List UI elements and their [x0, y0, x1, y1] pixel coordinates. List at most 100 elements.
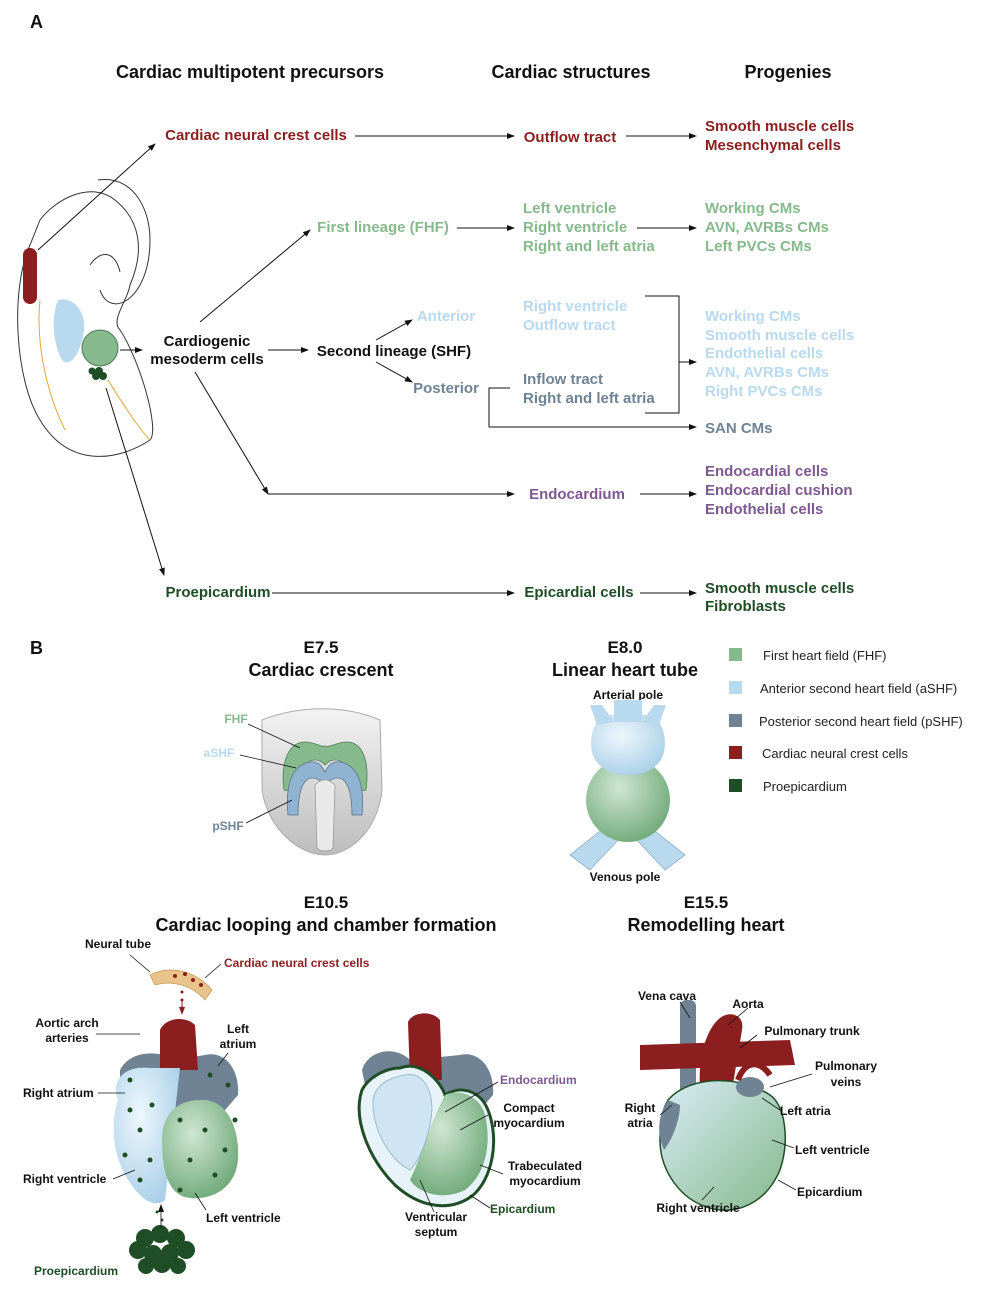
ant-struct-1: Right ventricle [523, 298, 627, 315]
compact-myocardium-label-1: Compact [503, 1101, 554, 1115]
legend-label-ashf: Anterior second heart field (aSHF) [760, 681, 957, 696]
panel-a-label: A [30, 12, 43, 32]
endocardium-label: Endocardium [529, 486, 625, 503]
vena-cava-label: Vena cava [638, 989, 696, 1003]
aortic-arch-label-1: Aortic arch [35, 1016, 98, 1030]
e75-fhf-label: FHF [224, 712, 247, 726]
anterior-label: Anterior [417, 308, 476, 325]
trabeculated-myocardium-label-2: myocardium [509, 1174, 580, 1188]
left-atrium-label-2: atrium [220, 1037, 257, 1051]
ncc-progeny-1: Smooth muscle cells [705, 118, 854, 135]
e75-pshf-label: pSHF [212, 819, 243, 833]
outflow-label: Outflow tract [524, 129, 617, 146]
cardiac-crescent-illustration [261, 708, 383, 856]
fhf-struct-3: Right and left atria [523, 238, 655, 255]
endo-progeny-1: Endocardial cells [705, 463, 828, 480]
shf-progeny-3: Endothelial cells [705, 345, 823, 362]
shf-progeny-1: Working CMs [705, 308, 801, 325]
e105-stage: E10.5 [304, 893, 348, 912]
posterior-label: Posterior [413, 380, 479, 397]
ant-struct-2: Outflow tract [523, 317, 616, 334]
post-struct-2: Right and left atria [523, 390, 655, 407]
fhf-label: First lineage (FHF) [317, 219, 449, 236]
e75-ashf-label: aSHF [204, 746, 235, 760]
e155-remodelling-heart-illustration [640, 1000, 795, 1211]
embryo-neural-crest [23, 248, 37, 304]
e155-right-ventricle-label: Right ventricle [656, 1201, 740, 1215]
e80-stage: E8.0 [608, 638, 643, 657]
right-atria-label-1: Right [625, 1101, 656, 1115]
shf-progeny-2: Smooth muscle cells [705, 327, 854, 344]
e80-arterial-label: Arterial pole [593, 688, 663, 702]
shf-label: Second lineage (SHF) [317, 343, 471, 360]
cmc-label-2: mesoderm cells [150, 351, 263, 368]
pulmonary-trunk-label: Pulmonary trunk [764, 1024, 860, 1038]
shf-progeny-4: AVN, AVRBs CMs [705, 364, 829, 381]
ncc-label: Cardiac neural crest cells [165, 127, 347, 144]
epicardial-label: Epicardial cells [524, 584, 633, 601]
epi-progeny-2: Fibroblasts [705, 598, 786, 615]
legend-swatch-proepi [729, 779, 742, 792]
e105-right-ventricle-label: Right ventricle [23, 1172, 107, 1186]
ventricular-septum-label-2: septum [415, 1225, 458, 1239]
fhf-struct-2: Right ventricle [523, 219, 627, 236]
e105-chamber-section-illustration [357, 1013, 496, 1208]
pulmonary-veins-label-1: Pulmonary [815, 1059, 877, 1073]
legend-swatch-pshf [729, 714, 742, 727]
e155-stage: E15.5 [684, 893, 728, 912]
e80-title: Linear heart tube [552, 660, 698, 680]
legend-label-ncc: Cardiac neural crest cells [762, 746, 908, 761]
legend-swatch-fhf [729, 648, 742, 661]
header-progenies: Progenies [744, 62, 831, 82]
trabeculated-myocardium-label-1: Trabeculated [508, 1159, 582, 1173]
e105-left-ventricle-label: Left ventricle [206, 1211, 281, 1225]
ncc-progeny-2: Mesenchymal cells [705, 137, 841, 154]
epi-progeny-1: Smooth muscle cells [705, 580, 854, 597]
right-atrium-label: Right atrium [23, 1086, 94, 1100]
embryo-illustration [17, 178, 154, 457]
e155-title: Remodelling heart [627, 915, 784, 935]
aorta-label: Aorta [732, 997, 764, 1011]
legend-label-proepi: Proepicardium [763, 779, 847, 794]
endo-progeny-2: Endocardial cushion [705, 482, 853, 499]
e75-title: Cardiac crescent [248, 660, 393, 680]
e155-left-ventricle-label: Left ventricle [795, 1143, 870, 1157]
endo-progeny-3: Endothelial cells [705, 501, 823, 518]
post-struct-1: Inflow tract [523, 371, 603, 388]
right-atria-label-2: atria [627, 1116, 653, 1130]
e75-stage: E7.5 [304, 638, 339, 657]
san-label: SAN CMs [705, 420, 773, 437]
legend-label-pshf: Posterior second heart field (pSHF) [759, 714, 963, 729]
header-precursors: Cardiac multipotent precursors [116, 62, 384, 82]
endocardium-b-label: Endocardium [500, 1073, 577, 1087]
fhf-progeny-1: Working CMs [705, 200, 801, 217]
e105-epicardium-label: Epicardium [490, 1202, 555, 1216]
legend: First heart field (FHF) Anterior second … [729, 648, 963, 794]
e80-venous-label: Venous pole [590, 870, 661, 884]
neural-tube-label: Neural tube [85, 937, 151, 951]
e105-ncc-label: Cardiac neural crest cells [224, 956, 370, 970]
legend-label-fhf: First heart field (FHF) [763, 648, 887, 663]
left-atrium-label-1: Left [227, 1022, 249, 1036]
legend-swatch-ashf [729, 681, 742, 694]
e155-epicardium-label: Epicardium [797, 1185, 862, 1199]
proepicardium-label: Proepicardium [165, 584, 270, 601]
compact-myocardium-label-2: myocardium [493, 1116, 564, 1130]
header-structures: Cardiac structures [491, 62, 650, 82]
shf-progeny-5: Right PVCs CMs [705, 383, 823, 400]
ventricular-septum-label-1: Ventricular [405, 1210, 467, 1224]
aortic-arch-label-2: arteries [45, 1031, 89, 1045]
e105-proepicardium-label: Proepicardium [34, 1264, 118, 1278]
e105-looping-heart-illustration [113, 969, 239, 1274]
legend-swatch-ncc [729, 746, 742, 759]
fhf-progeny-2: AVN, AVRBs CMs [705, 219, 829, 236]
fhf-progeny-3: Left PVCs CMs [705, 238, 812, 255]
embryo-heart [81, 329, 119, 367]
linear-heart-tube-illustration [569, 700, 686, 871]
cmc-label-1: Cardiogenic [164, 333, 251, 350]
e105-title: Cardiac looping and chamber formation [155, 915, 496, 935]
pulmonary-veins-label-2: veins [831, 1075, 862, 1089]
fhf-struct-1: Left ventricle [523, 200, 616, 217]
left-atria-label: Left atria [780, 1104, 831, 1118]
